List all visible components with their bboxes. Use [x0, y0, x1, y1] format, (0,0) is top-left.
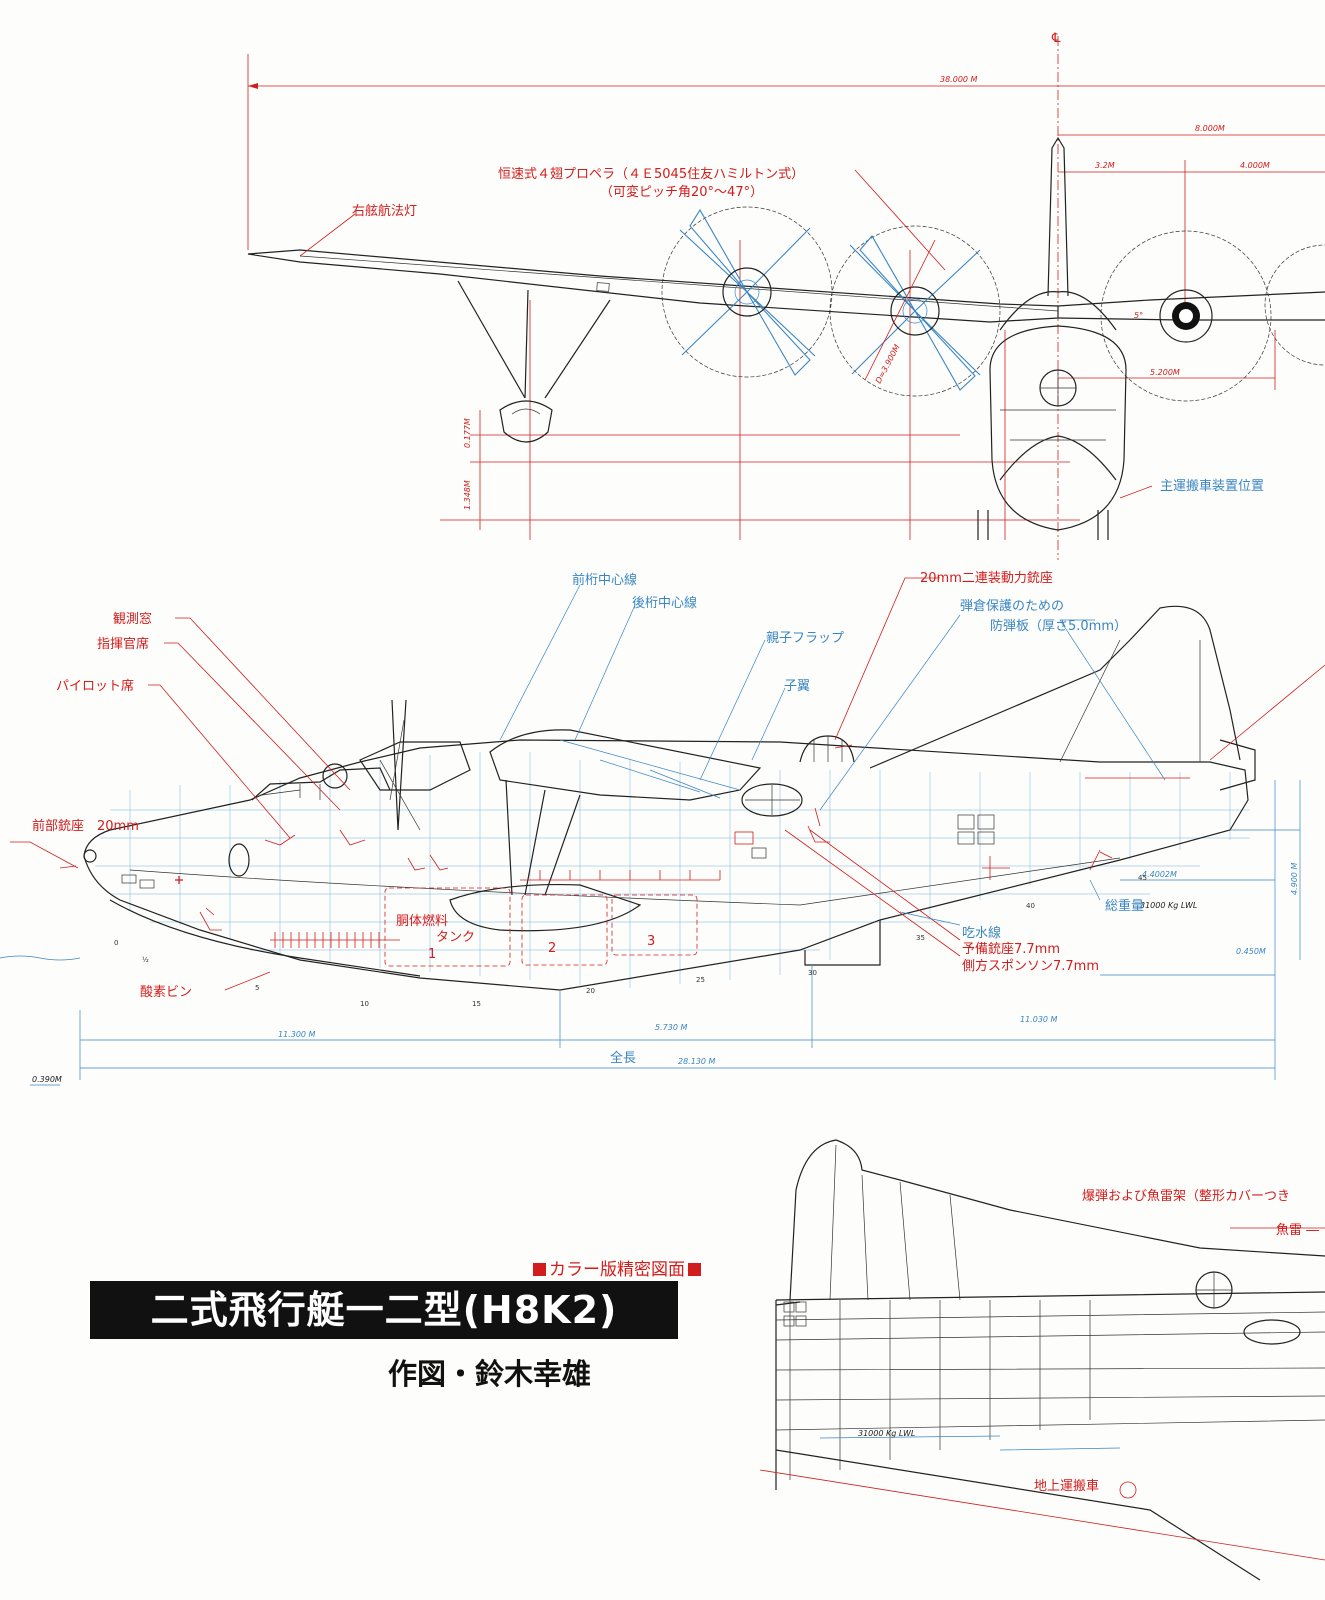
centerline-mark: ℄: [1051, 31, 1061, 46]
label-front-spar: 前桁中心線: [572, 572, 637, 588]
rear-view: 31000 Kg LWL 爆弾および魚雷架（整形カバーつき 魚雷 ― 地上運搬車: [759, 1139, 1325, 1581]
dim-0-39: 0.390M: [32, 1075, 62, 1084]
label-sponson: 側方スポンソン7.7mm: [962, 958, 1099, 974]
label-bomb-rack: 爆弾および魚雷架（整形カバーつき: [1082, 1189, 1290, 1204]
label-flap: 親子フラップ: [766, 631, 844, 646]
label-rear-spar: 後桁中心線: [632, 595, 697, 611]
label-gross-weight: 総重量: [1105, 898, 1144, 914]
label-length: 全長: [610, 1050, 636, 1066]
side-view: 11.300 M 5.730 M 11.030 M 28.130 M 0.390…: [0, 571, 1325, 1086]
main-title: 二式飛行艇一二型(H8K2): [90, 1281, 678, 1339]
side-hull: [83, 605, 1256, 991]
dim-4m: 4.000M: [1240, 161, 1270, 170]
front-propellers: [661, 206, 1325, 402]
label-fuel-tank-1: 胴体燃料: [396, 913, 448, 929]
author-credit: 作図・鈴木幸雄: [388, 1357, 592, 1391]
label-turret: 20mm二連装動力銃座: [920, 571, 1053, 586]
square-bullet-icon: [688, 1263, 701, 1276]
label-tank-3: 3: [647, 934, 655, 949]
label-armor-2: 防弾板（厚さ5.0mm）: [990, 618, 1127, 634]
label-oxygen: 酸素ビン: [140, 985, 192, 1000]
label-bow-gun: 前部銃座 20mm: [32, 818, 139, 834]
dim-0-177: 0.177M: [463, 418, 472, 448]
dim-5-73: 5.730 M: [655, 1023, 687, 1032]
half-mark: ½: [142, 956, 149, 964]
station-35: 35: [916, 934, 925, 942]
label-pilot-seat: パイロット席: [56, 678, 134, 694]
label-armor-1: 弾倉保護のための: [960, 598, 1064, 614]
label-propeller-1: 恒速式４翅プロペラ（４Ｅ5045住友ハミルトン式）: [498, 166, 804, 182]
label-aileron: 子翼: [784, 679, 810, 694]
station-40: 40: [1026, 902, 1035, 910]
dim-4-4: 4.4002M: [1142, 870, 1177, 879]
dim-prop-dia: D=3.900M: [874, 343, 902, 385]
side-leader-lines: [10, 577, 1325, 991]
station-45: 45: [1138, 874, 1147, 882]
front-dimension-lines: [247, 36, 1325, 560]
dim-1-348: 1.348M: [463, 480, 472, 510]
dim-4-9: 4.900 M: [1290, 863, 1299, 895]
side-wing: [359, 699, 762, 932]
dim-5deg: 5°: [1134, 311, 1143, 320]
subtitle: カラー版精密図面: [530, 1255, 704, 1280]
front-view: 38.000 M 8.000M 3.2M 4.000M 5.200M 5° ℄ …: [247, 31, 1325, 560]
label-propeller-2: （可変ピッチ角20°〜47°）: [600, 184, 763, 200]
dim-11-3: 11.300 M: [278, 1030, 316, 1039]
label-beaching-gear: 主運搬車装置位置: [1160, 479, 1264, 494]
side-red-equipment: [59, 744, 1190, 967]
dim-11-03: 11.030 M: [1020, 1015, 1058, 1024]
label-tank-2: 2: [548, 941, 556, 956]
side-dimensions: [30, 780, 1301, 1086]
label-tank-1: 1: [428, 947, 436, 962]
lwl-label: 31000 Kg LWL: [1140, 901, 1197, 910]
label-commander-seat: 指揮官席: [97, 636, 149, 652]
dim-28-13: 28.130 M: [678, 1057, 716, 1066]
square-bullet-icon: [533, 1263, 546, 1276]
dim-0-45: 0.450M: [1236, 947, 1266, 956]
label-torpedo: 魚雷 ―: [1276, 1223, 1319, 1238]
station-25: 25: [696, 976, 705, 984]
front-fuselage: [977, 136, 1153, 540]
station-20: 20: [586, 987, 595, 995]
label-spare-gun: 予備銃座7.7mm: [962, 941, 1060, 957]
label-ground-cart: 地上運搬車: [1034, 1479, 1099, 1494]
station-15: 15: [472, 1000, 481, 1008]
side-grid: [95, 752, 1250, 988]
dim-8m: 8.000M: [1195, 124, 1225, 133]
label-waterline: 吃水線: [962, 925, 1001, 941]
station-0: 0: [114, 939, 118, 947]
rear-lwl-label: 31000 Kg LWL: [858, 1429, 915, 1438]
station-30: 30: [808, 969, 817, 977]
station-5: 5: [255, 984, 259, 992]
station-10: 10: [360, 1000, 369, 1008]
label-nav-light: 右舷航法灯: [352, 203, 417, 219]
dim-5-2m: 5.200M: [1150, 368, 1180, 377]
dim-3-2m: 3.2M: [1095, 161, 1115, 170]
station-numbers: 0 5 10 15 20 25 30 35 40 45: [114, 874, 1147, 1008]
label-observation-window: 観測窓: [113, 611, 152, 627]
label-fuel-tank-2: タンク: [436, 930, 475, 945]
dim-span: 38.000 M: [940, 75, 978, 84]
